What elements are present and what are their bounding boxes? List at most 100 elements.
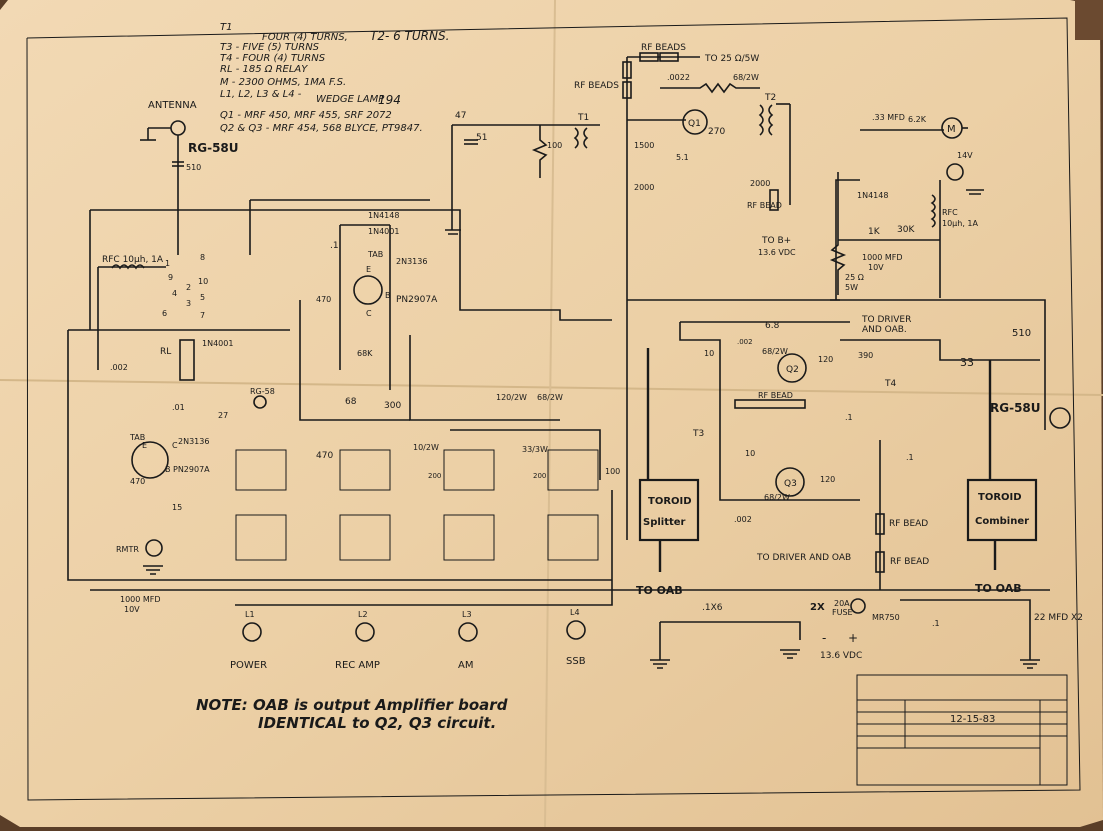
lamp-l1: L1 POWER [230,610,267,671]
note-block: NOTE: OAB is output Amplifier board IDEN… [196,696,508,732]
svg-text:510: 510 [186,163,201,172]
rmtr-connector [145,539,163,557]
svg-text:.1X6: .1X6 [702,603,723,613]
rfc-left [111,264,145,270]
switch-decks [235,449,599,561]
svg-text:13.6 VDC: 13.6 VDC [820,651,862,661]
svg-text:33/3W: 33/3W [522,445,548,454]
svg-text:RG-58: RG-58 [250,387,275,396]
svg-text:390: 390 [858,351,873,360]
svg-text:T2: T2 [764,93,776,103]
power-amp-section: 6.8 TO DRIVER AND OAB. 510 33 RG-58U 10 … [679,179,1071,524]
svg-text:1000 MFD: 1000 MFD [120,595,161,604]
desk-corner [1075,0,1103,40]
svg-text:6.2K: 6.2K [908,115,927,124]
svg-text:Q3: Q3 [784,479,797,489]
rg58u-right-connector [1049,407,1071,429]
svg-text:1N4148: 1N4148 [368,211,399,220]
svg-text:L1, L2, L3 & L4 -: L1, L2, L3 & L4 - [220,89,302,100]
svg-text:51: 51 [476,133,487,143]
svg-text:T1: T1 [220,22,232,33]
lamp-l3: L3 AM [458,610,478,671]
svg-text:TOROID: TOROID [978,492,1022,503]
svg-text:NOTE: OAB is output Amplifier: NOTE: OAB is output Amplifier board [196,696,508,714]
svg-text:T4: T4 [884,379,896,389]
svg-text:6.8: 6.8 [765,321,780,331]
svg-text:10V: 10V [868,263,884,272]
svg-text:1N4001: 1N4001 [202,339,233,348]
svg-text:C: C [366,309,372,318]
rotary-switch: 1 8 9 10 4 5 6 7 2 3 [162,253,208,320]
svg-text:1N4148: 1N4148 [857,191,888,200]
svg-text:RF BEADS: RF BEADS [574,81,619,91]
svg-text:Combiner: Combiner [975,516,1029,527]
svg-text:33: 33 [960,356,974,369]
svg-text:.01: .01 [172,403,185,412]
svg-text:68/2W: 68/2W [764,493,790,502]
rfc-right [930,194,936,228]
q1-transistor [682,109,708,135]
svg-text:TO DRIVER: TO DRIVER [861,315,911,325]
fold-line [544,0,556,828]
transistor-2n3136-bottom [131,441,169,479]
svg-text:TAB: TAB [129,433,145,442]
svg-text:5.1: 5.1 [676,153,689,162]
svg-text:T3: T3 [692,429,704,439]
svg-text:.1: .1 [932,619,940,628]
svg-text:47: 47 [455,111,466,121]
svg-text:FOUR (4) TURNS,: FOUR (4) TURNS, [262,32,348,43]
svg-text:10: 10 [745,449,755,458]
svg-text:TO DRIVER AND OAB: TO DRIVER AND OAB [756,553,851,563]
svg-text:MR750: MR750 [872,613,900,622]
svg-text:B: B [165,465,171,474]
svg-text:Q1: Q1 [688,119,701,129]
svg-text:68: 68 [345,397,357,407]
svg-text:PN2907A: PN2907A [173,465,210,474]
svg-text:RF BEADS: RF BEADS [641,43,686,53]
svg-text:AM: AM [458,660,473,671]
svg-text:TAB: TAB [367,250,383,259]
svg-text:2N3136: 2N3136 [396,257,427,266]
svg-text:M - 2300 OHMS, 1MA F.S.: M - 2300 OHMS, 1MA F.S. [220,77,346,88]
lamp-l2: L2 REC AMP [335,610,380,671]
svg-text:L3: L3 [462,610,472,619]
svg-text:270: 270 [708,127,725,137]
svg-text:300: 300 [384,401,401,411]
mr750-diode [850,598,866,614]
svg-text:.33 MFD: .33 MFD [872,113,905,122]
lamp-14v [946,163,964,181]
svg-text:15: 15 [172,503,182,512]
svg-text:100: 100 [547,141,562,150]
drawing-border [26,17,1081,801]
svg-text:22 MFD X2: 22 MFD X2 [1034,613,1083,623]
svg-text:TO OAB: TO OAB [636,584,683,597]
svg-text:68/2W: 68/2W [762,347,788,356]
svg-text:E: E [366,265,371,274]
svg-text:Q2 & Q3 - MRF 454, 568 BLYCE,: Q2 & Q3 - MRF 454, 568 BLYCE, PT9847. [220,123,423,134]
meter-section: .33 MFD 6.2K M 14V 1N4148 1K 30K RFC 10μ… [829,113,979,298]
svg-text:9: 9 [168,273,173,282]
svg-text:2N3136: 2N3136 [178,437,209,446]
svg-text:T3 - FIVE (5) TURNS: T3 - FIVE (5) TURNS [220,42,320,53]
svg-text:.1: .1 [906,453,914,462]
svg-text:RF BEAD: RF BEAD [889,519,928,529]
svg-text:RL: RL [160,347,171,357]
t2-transformer [758,104,764,136]
title-block: 12-15-83 [856,674,1068,786]
svg-text:6: 6 [162,309,167,318]
antenna-cable-label: RG-58U [188,141,239,155]
svg-text:TO OAB: TO OAB [975,582,1022,595]
svg-text:10V: 10V [124,605,140,614]
svg-text:C: C [172,441,178,450]
svg-text:.002: .002 [110,363,128,372]
svg-text:AND OAB.: AND OAB. [862,325,907,335]
svg-text:1000 MFD: 1000 MFD [862,253,903,262]
svg-text:4: 4 [172,289,177,298]
svg-text:RF BEAD: RF BEAD [758,391,793,400]
svg-text:L4: L4 [570,608,580,617]
svg-text:3: 3 [186,299,191,308]
svg-text:1: 1 [165,259,170,268]
svg-text:Q2: Q2 [786,365,799,375]
svg-text:Splitter: Splitter [643,517,686,528]
